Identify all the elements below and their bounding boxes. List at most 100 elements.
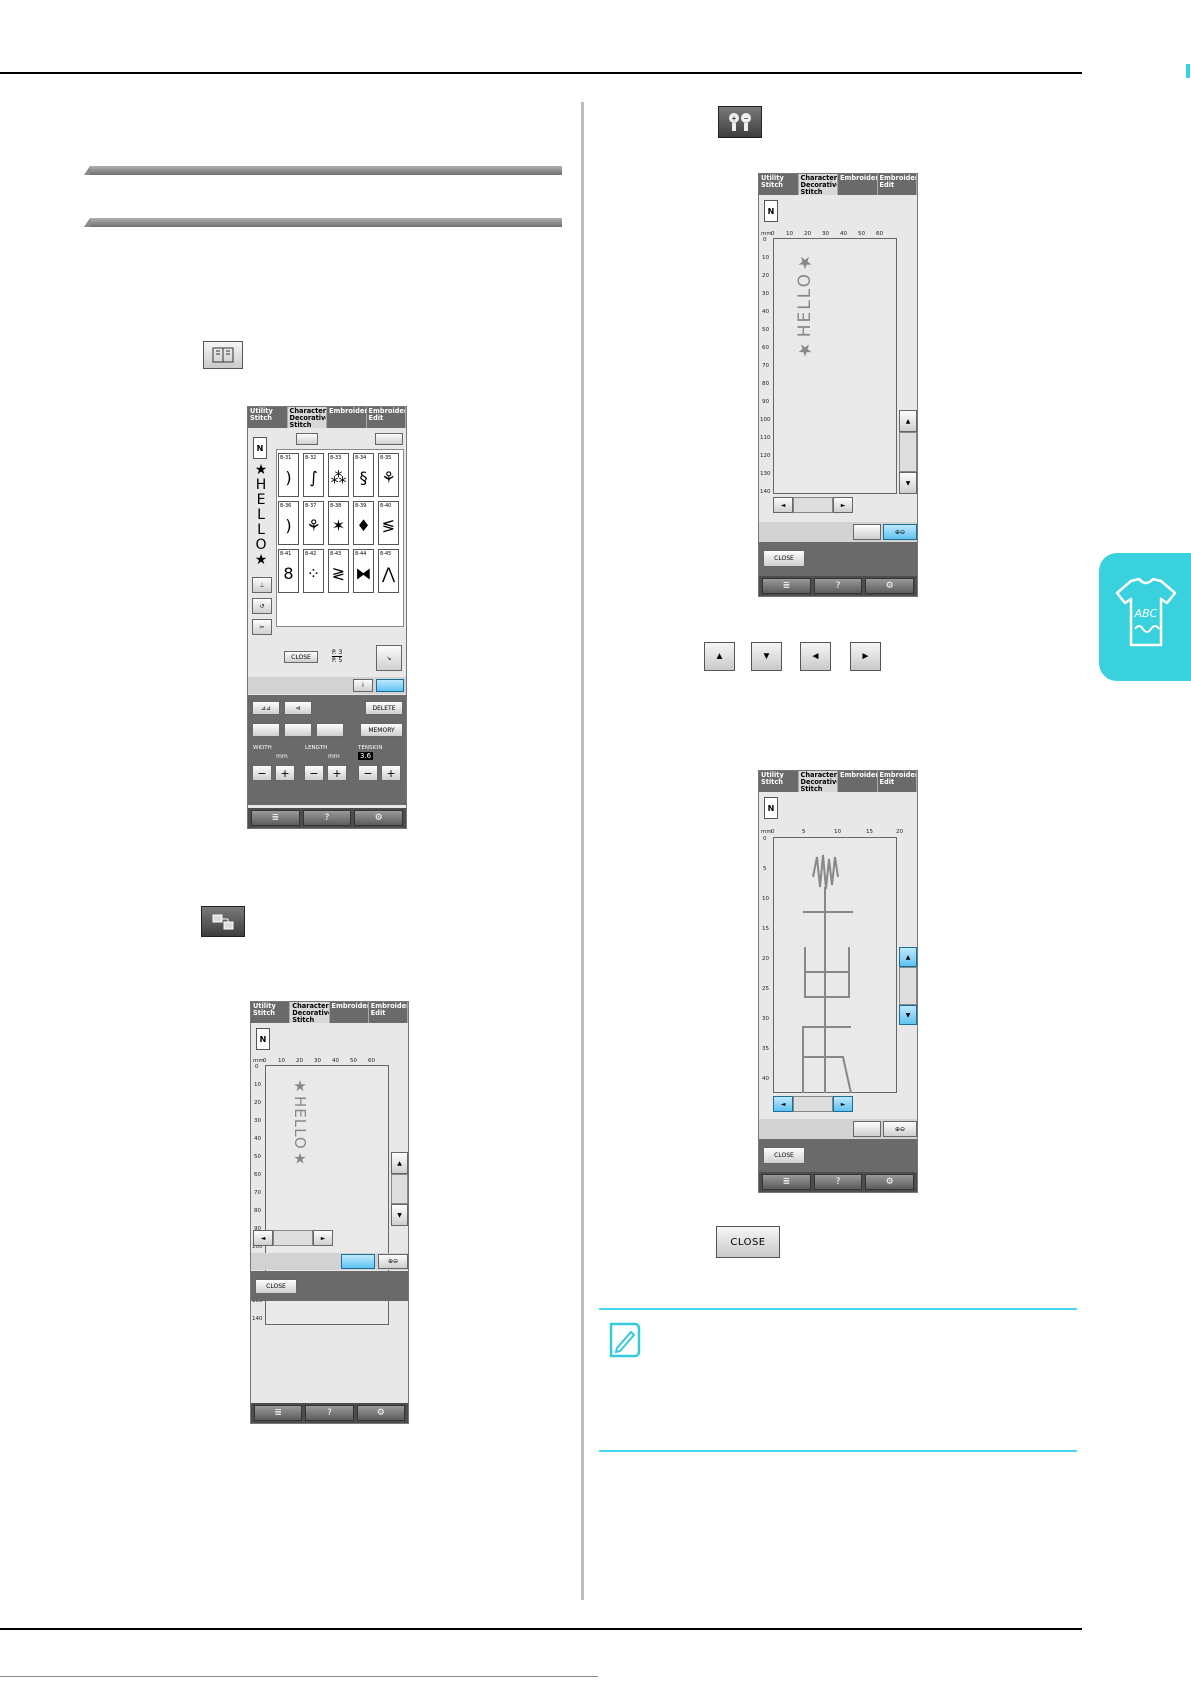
pattern-cell[interactable]: 8-35⚘ xyxy=(378,453,399,497)
size-button[interactable] xyxy=(284,723,312,737)
spacing-button[interactable] xyxy=(252,723,280,737)
tab-embroidery-edit[interactable]: Embroidery Edit xyxy=(877,174,917,195)
close-button[interactable]: CLOSE xyxy=(255,1279,297,1294)
tab-embroidery[interactable]: Embroidery xyxy=(329,1002,369,1023)
width-plus-button[interactable]: + xyxy=(275,765,295,781)
tab-embroidery-edit[interactable]: Embroidery Edit xyxy=(877,771,917,792)
tab-embroidery[interactable]: Embroidery xyxy=(838,771,878,792)
tab-embroidery[interactable]: Embroidery xyxy=(327,407,367,428)
scissors-icon[interactable]: ✂ xyxy=(252,619,272,635)
delete-button[interactable]: DELETE xyxy=(365,701,403,715)
list-view-button[interactable] xyxy=(375,433,403,445)
manual-icon[interactable]: ≣ xyxy=(762,1174,811,1190)
tab-utility-stitch[interactable]: Utility Stitch xyxy=(251,1002,291,1023)
scroll-down-button[interactable]: ▼ xyxy=(899,1005,917,1025)
length-plus-button[interactable]: + xyxy=(327,765,347,781)
zoomed-stitch-preview xyxy=(802,854,853,1093)
tab-character-decorative-stitch[interactable]: Character Decorative Stitch xyxy=(287,407,327,428)
tab-character-decorative-stitch[interactable]: Character Decorative Stitch xyxy=(290,1002,330,1023)
pattern-cell[interactable]: 8-42⁘ xyxy=(303,549,324,593)
pattern-cell[interactable]: 8-37⚘ xyxy=(303,501,324,545)
scroll-left-button[interactable]: ◄ xyxy=(253,1230,273,1246)
pattern-cell[interactable]: 8-40≶ xyxy=(378,501,399,545)
pattern-cell[interactable]: 8-44⧓ xyxy=(353,549,374,593)
close-button[interactable]: CLOSE xyxy=(284,651,318,663)
scroll-right-button[interactable]: ► xyxy=(833,497,853,513)
scroll-down-button[interactable]: ▼ xyxy=(391,1204,408,1226)
tool-button[interactable]: ⊥ xyxy=(252,577,272,593)
close-button[interactable]: CLOSE xyxy=(763,550,805,567)
settings-icon[interactable]: ⚙ xyxy=(865,1174,915,1190)
x-tick: 50 xyxy=(350,1058,357,1064)
tension-plus-button[interactable]: + xyxy=(381,765,401,781)
tab-embroidery-edit[interactable]: Embroidery Edit xyxy=(368,1002,408,1023)
width-label: WIDTH xyxy=(253,745,272,751)
y-tick: 40 xyxy=(762,309,769,315)
tab-utility-stitch[interactable]: Utility Stitch xyxy=(248,407,288,428)
memory-button[interactable]: MEMORY xyxy=(360,723,403,737)
manual-icon[interactable]: ≣ xyxy=(251,810,300,826)
pattern-cell[interactable]: 8-36) xyxy=(278,501,299,545)
tab-embroidery-edit[interactable]: Embroidery Edit xyxy=(366,407,406,428)
help-icon[interactable]: ? xyxy=(813,578,863,594)
pattern-cell[interactable]: 8-38✶ xyxy=(328,501,349,545)
info-button[interactable]: i xyxy=(353,679,373,692)
pattern-cell[interactable]: 8-39♦ xyxy=(353,501,374,545)
scroll-left-button[interactable]: ◄ xyxy=(773,1096,793,1112)
thread-view-button[interactable] xyxy=(296,433,318,445)
help-icon[interactable]: ? xyxy=(305,1405,354,1421)
image-key-button[interactable] xyxy=(853,1121,881,1137)
width-minus-button[interactable]: − xyxy=(252,765,272,781)
pattern-cell[interactable]: 8-45⋀ xyxy=(378,549,399,593)
scroll-track[interactable] xyxy=(899,432,917,472)
pattern-cell[interactable]: 8-34§ xyxy=(353,453,374,497)
h-scroll-track[interactable] xyxy=(273,1230,313,1246)
close-button[interactable]: CLOSE xyxy=(763,1147,805,1164)
image-key-button[interactable] xyxy=(853,524,881,540)
zoom-active-button[interactable]: ⊕⊖ xyxy=(883,524,917,540)
scroll-right-button[interactable]: ► xyxy=(833,1096,853,1112)
density-button[interactable] xyxy=(316,723,344,737)
scroll-up-button[interactable]: ▲ xyxy=(391,1152,408,1174)
scroll-left-button[interactable]: ◄ xyxy=(773,497,793,513)
settings-icon[interactable]: ⚙ xyxy=(356,1405,405,1421)
tab-utility-stitch[interactable]: Utility Stitch xyxy=(759,174,799,195)
page-turn-button[interactable]: ↘ xyxy=(376,645,402,671)
pattern-select-button[interactable] xyxy=(376,679,404,692)
tab-character-decorative-stitch[interactable]: Character Decorative Stitch xyxy=(798,174,838,195)
length-minus-button[interactable]: − xyxy=(304,765,324,781)
flip-button[interactable]: ⊲ xyxy=(284,701,312,715)
tension-minus-button[interactable]: − xyxy=(358,765,378,781)
bottom-rule xyxy=(0,1628,1082,1630)
scroll-right-button[interactable]: ► xyxy=(313,1230,333,1246)
settings-icon[interactable]: ⚙ xyxy=(354,810,404,826)
tool-button[interactable]: ↺ xyxy=(252,598,272,614)
manual-icon[interactable]: ≣ xyxy=(254,1405,303,1421)
pattern-cell[interactable]: 8-33⁂ xyxy=(328,453,349,497)
scroll-track[interactable] xyxy=(899,967,917,1005)
sequence-char: ★ xyxy=(254,462,268,478)
pattern-cell[interactable]: 8-43≷ xyxy=(328,549,349,593)
mirror-button[interactable]: ⊿⊿ xyxy=(252,701,280,715)
zoom-button[interactable]: ⊕⊖ xyxy=(883,1121,917,1137)
tab-utility-stitch[interactable]: Utility Stitch xyxy=(759,771,799,792)
scroll-up-button[interactable]: ▲ xyxy=(899,410,917,432)
pattern-cell[interactable]: 8-32∫ xyxy=(303,453,324,497)
scroll-track[interactable] xyxy=(391,1174,408,1204)
help-icon[interactable]: ? xyxy=(302,810,352,826)
h-scroll-track[interactable] xyxy=(793,1096,833,1112)
scroll-up-button[interactable]: ▲ xyxy=(899,947,917,967)
help-icon[interactable]: ? xyxy=(813,1174,863,1190)
presser-foot-icon: N xyxy=(253,437,267,459)
tab-embroidery[interactable]: Embroidery xyxy=(838,174,878,195)
image-key-active-button[interactable] xyxy=(341,1254,375,1269)
pattern-cell[interactable]: 8-31) xyxy=(278,453,299,497)
settings-icon[interactable]: ⚙ xyxy=(865,578,915,594)
tab-character-decorative-stitch[interactable]: Character Decorative Stitch xyxy=(798,771,838,792)
scroll-down-button[interactable]: ▼ xyxy=(899,472,917,494)
arrow-up-key-icon: ▲ xyxy=(704,642,735,671)
zoom-button[interactable]: ⊕⊖ xyxy=(378,1254,408,1269)
h-scroll-track[interactable] xyxy=(793,497,833,513)
manual-icon[interactable]: ≣ xyxy=(762,578,811,594)
